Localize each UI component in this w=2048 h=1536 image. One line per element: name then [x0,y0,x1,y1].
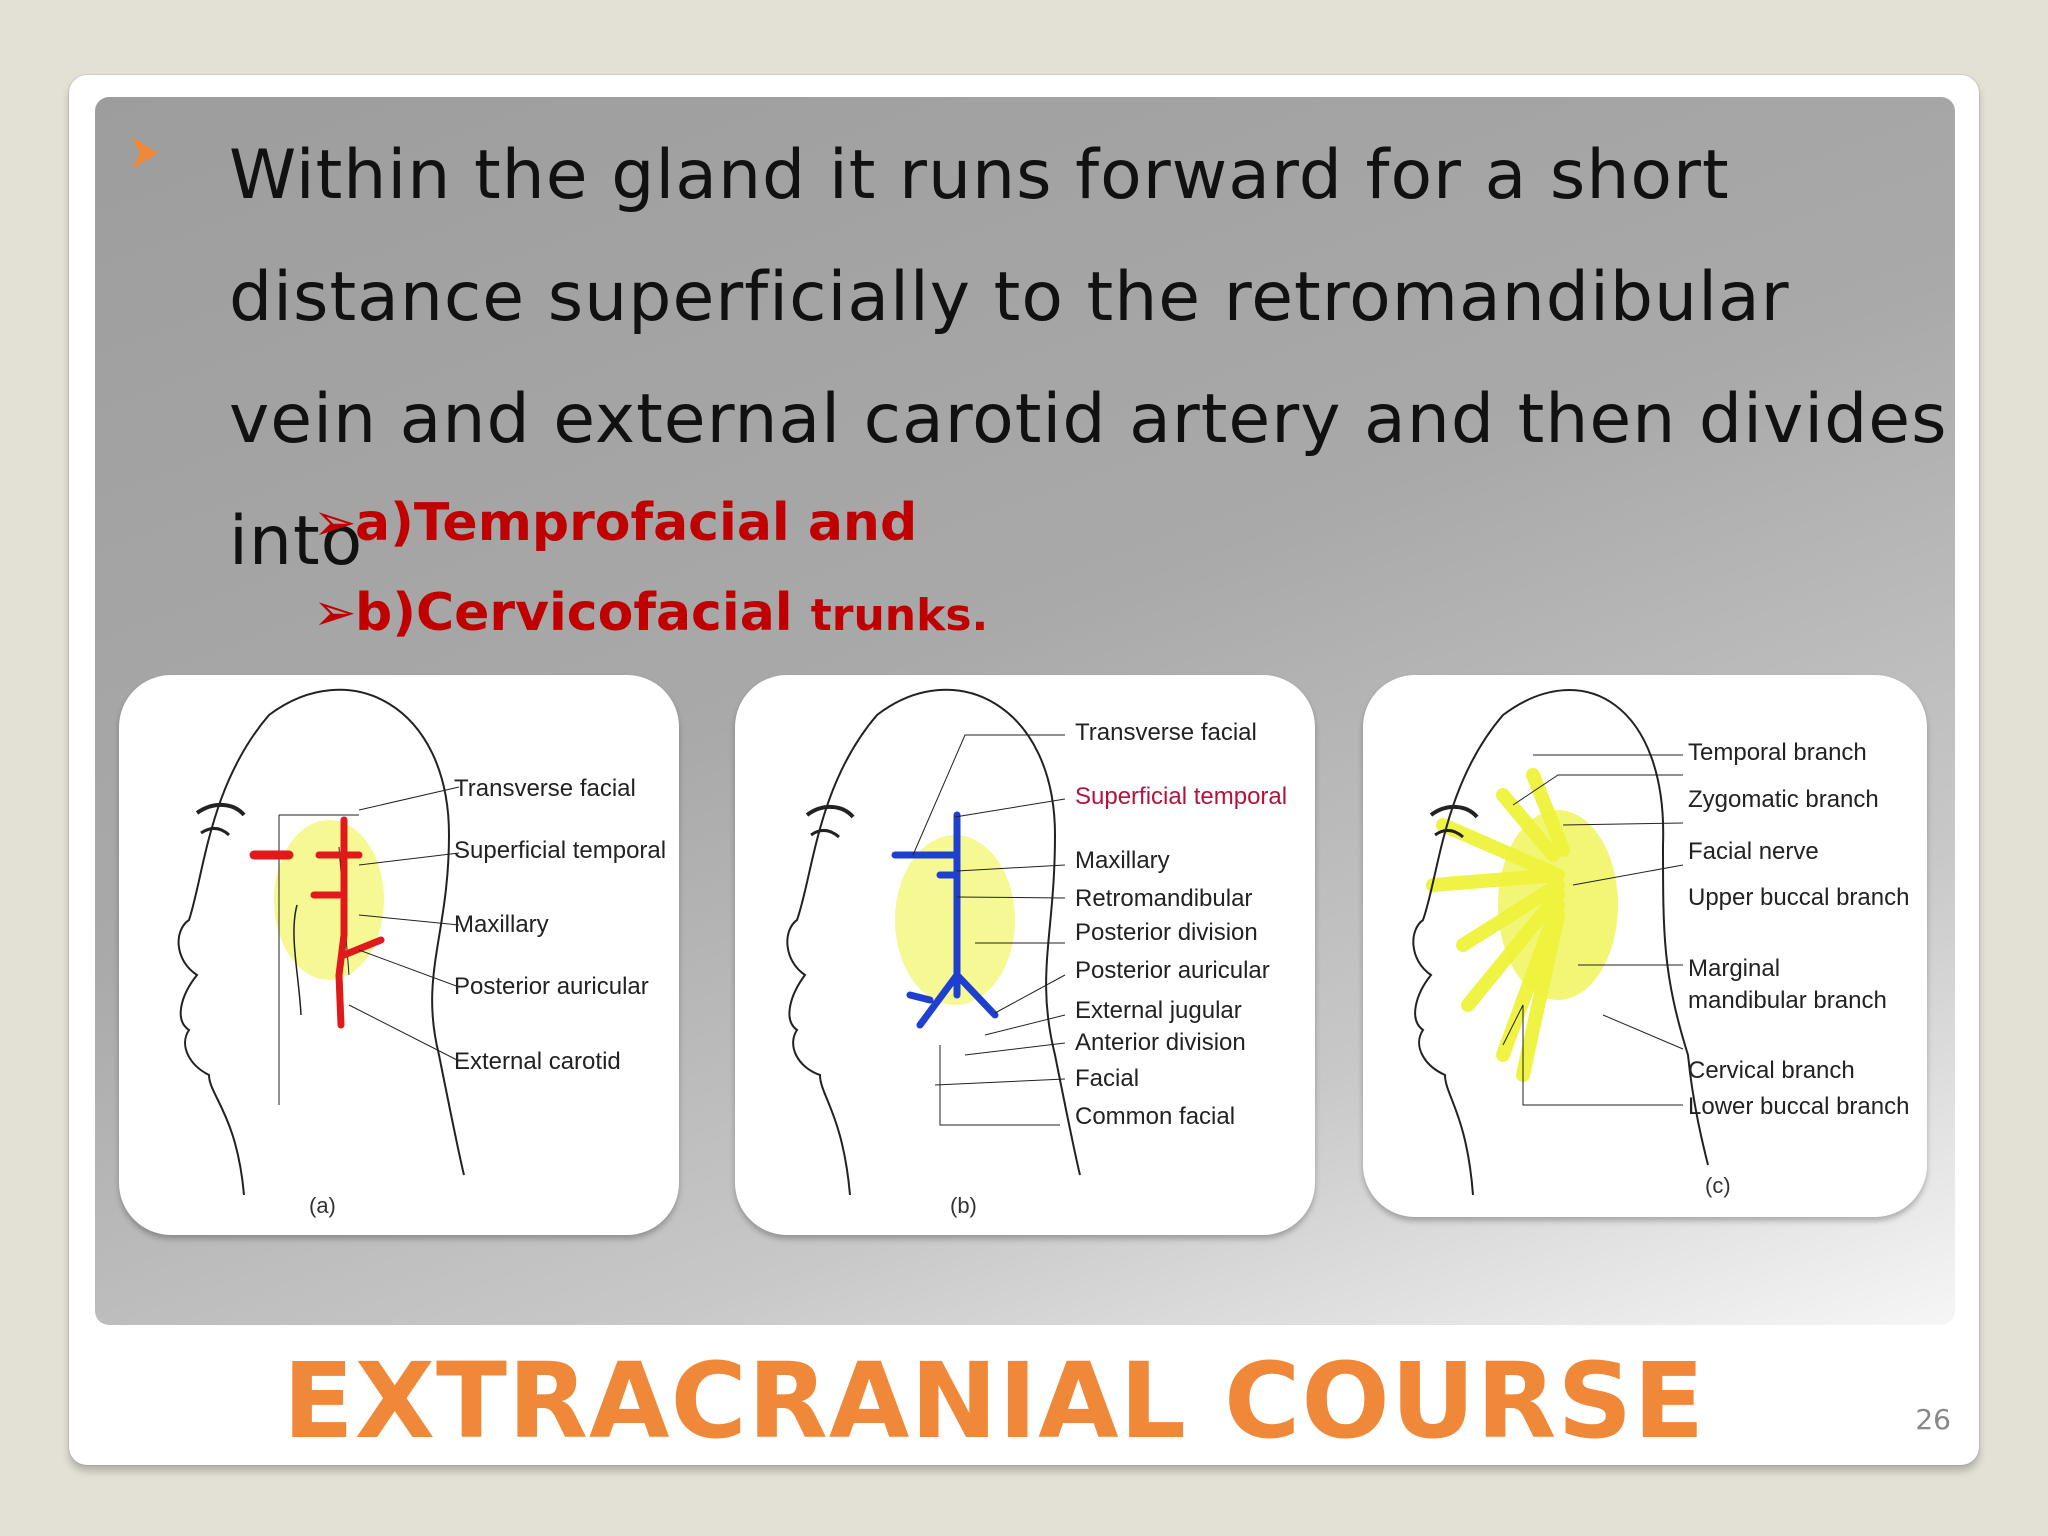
figure-b-label: Transverse facial [1075,719,1257,746]
main-paragraph: Within the gland it runs forward for a s… [229,136,1948,581]
arrow-bullet-icon [132,137,158,169]
figure-b-label: Facial [1075,1065,1140,1092]
slide-title: EXTRACRANIAL COURSE [282,1340,1706,1462]
figure-c-label: Upper buccal branch [1688,884,1910,911]
figure-b-caption: (b) [950,1193,977,1218]
sub-item-suffix: trunks. [810,590,989,641]
figure-a-label: Maxillary [454,911,549,938]
figure-c-label: Marginal [1688,955,1781,982]
figure-b-label: Posterior division [1075,919,1258,946]
figure-b-label: Anterior division [1075,1029,1246,1056]
figure-a-caption: (a) [309,1193,336,1218]
figure-c-label: mandibular branch [1688,987,1887,1014]
arrow-bullet-icon: ➢ [313,583,357,643]
figure-b-label: Common facial [1075,1103,1236,1130]
figure-a-label: External carotid [454,1048,621,1075]
sub-item-b: ➢b)Cervicofacial trunks. [313,581,988,648]
figure-c-label: Cervical branch [1688,1057,1855,1084]
sub-item-text: a)Temprofacial and [355,493,918,553]
head-illustration-c [1412,689,1709,1196]
head-illustration-a [177,688,465,1196]
figure-b-label: Retromandibular [1075,885,1253,912]
figure-a-panel: Transverse facial Superficial temporal M… [119,675,679,1235]
figure-c-panel: Temporal branch Zygomatic branch Facial … [1363,675,1927,1217]
head-illustration-b [786,688,1081,1196]
sub-item-a: ➢a)Temprofacial and [313,491,917,555]
figure-a-label: Transverse facial [454,775,636,802]
figure-b-label: External jugular [1075,997,1242,1024]
figure-c-label: Zygomatic branch [1688,786,1879,813]
figure-b-label: Maxillary [1075,847,1170,874]
figure-c-label: Lower buccal branch [1688,1093,1910,1120]
content-area: Within the gland it runs forward for a s… [95,97,1955,1325]
slide: Within the gland it runs forward for a s… [69,75,1979,1465]
figure-b-panel: Transverse facial Superficial temporal M… [735,675,1315,1235]
figure-b-label: Posterior auricular [1075,957,1270,984]
figure-a-label: Posterior auricular [454,973,649,1000]
arrow-bullet-icon: ➢ [313,493,357,553]
figure-a-label: Superficial temporal [454,837,667,864]
figure-b-label: Superficial temporal [1075,783,1288,810]
figure-c-label: Facial nerve [1688,838,1819,865]
figure-c-label: Temporal branch [1688,739,1867,766]
figure-c-caption: (c) [1705,1173,1731,1198]
sub-item-text: b)Cervicofacial [355,583,811,643]
page-number: 26 [1915,1403,1951,1436]
